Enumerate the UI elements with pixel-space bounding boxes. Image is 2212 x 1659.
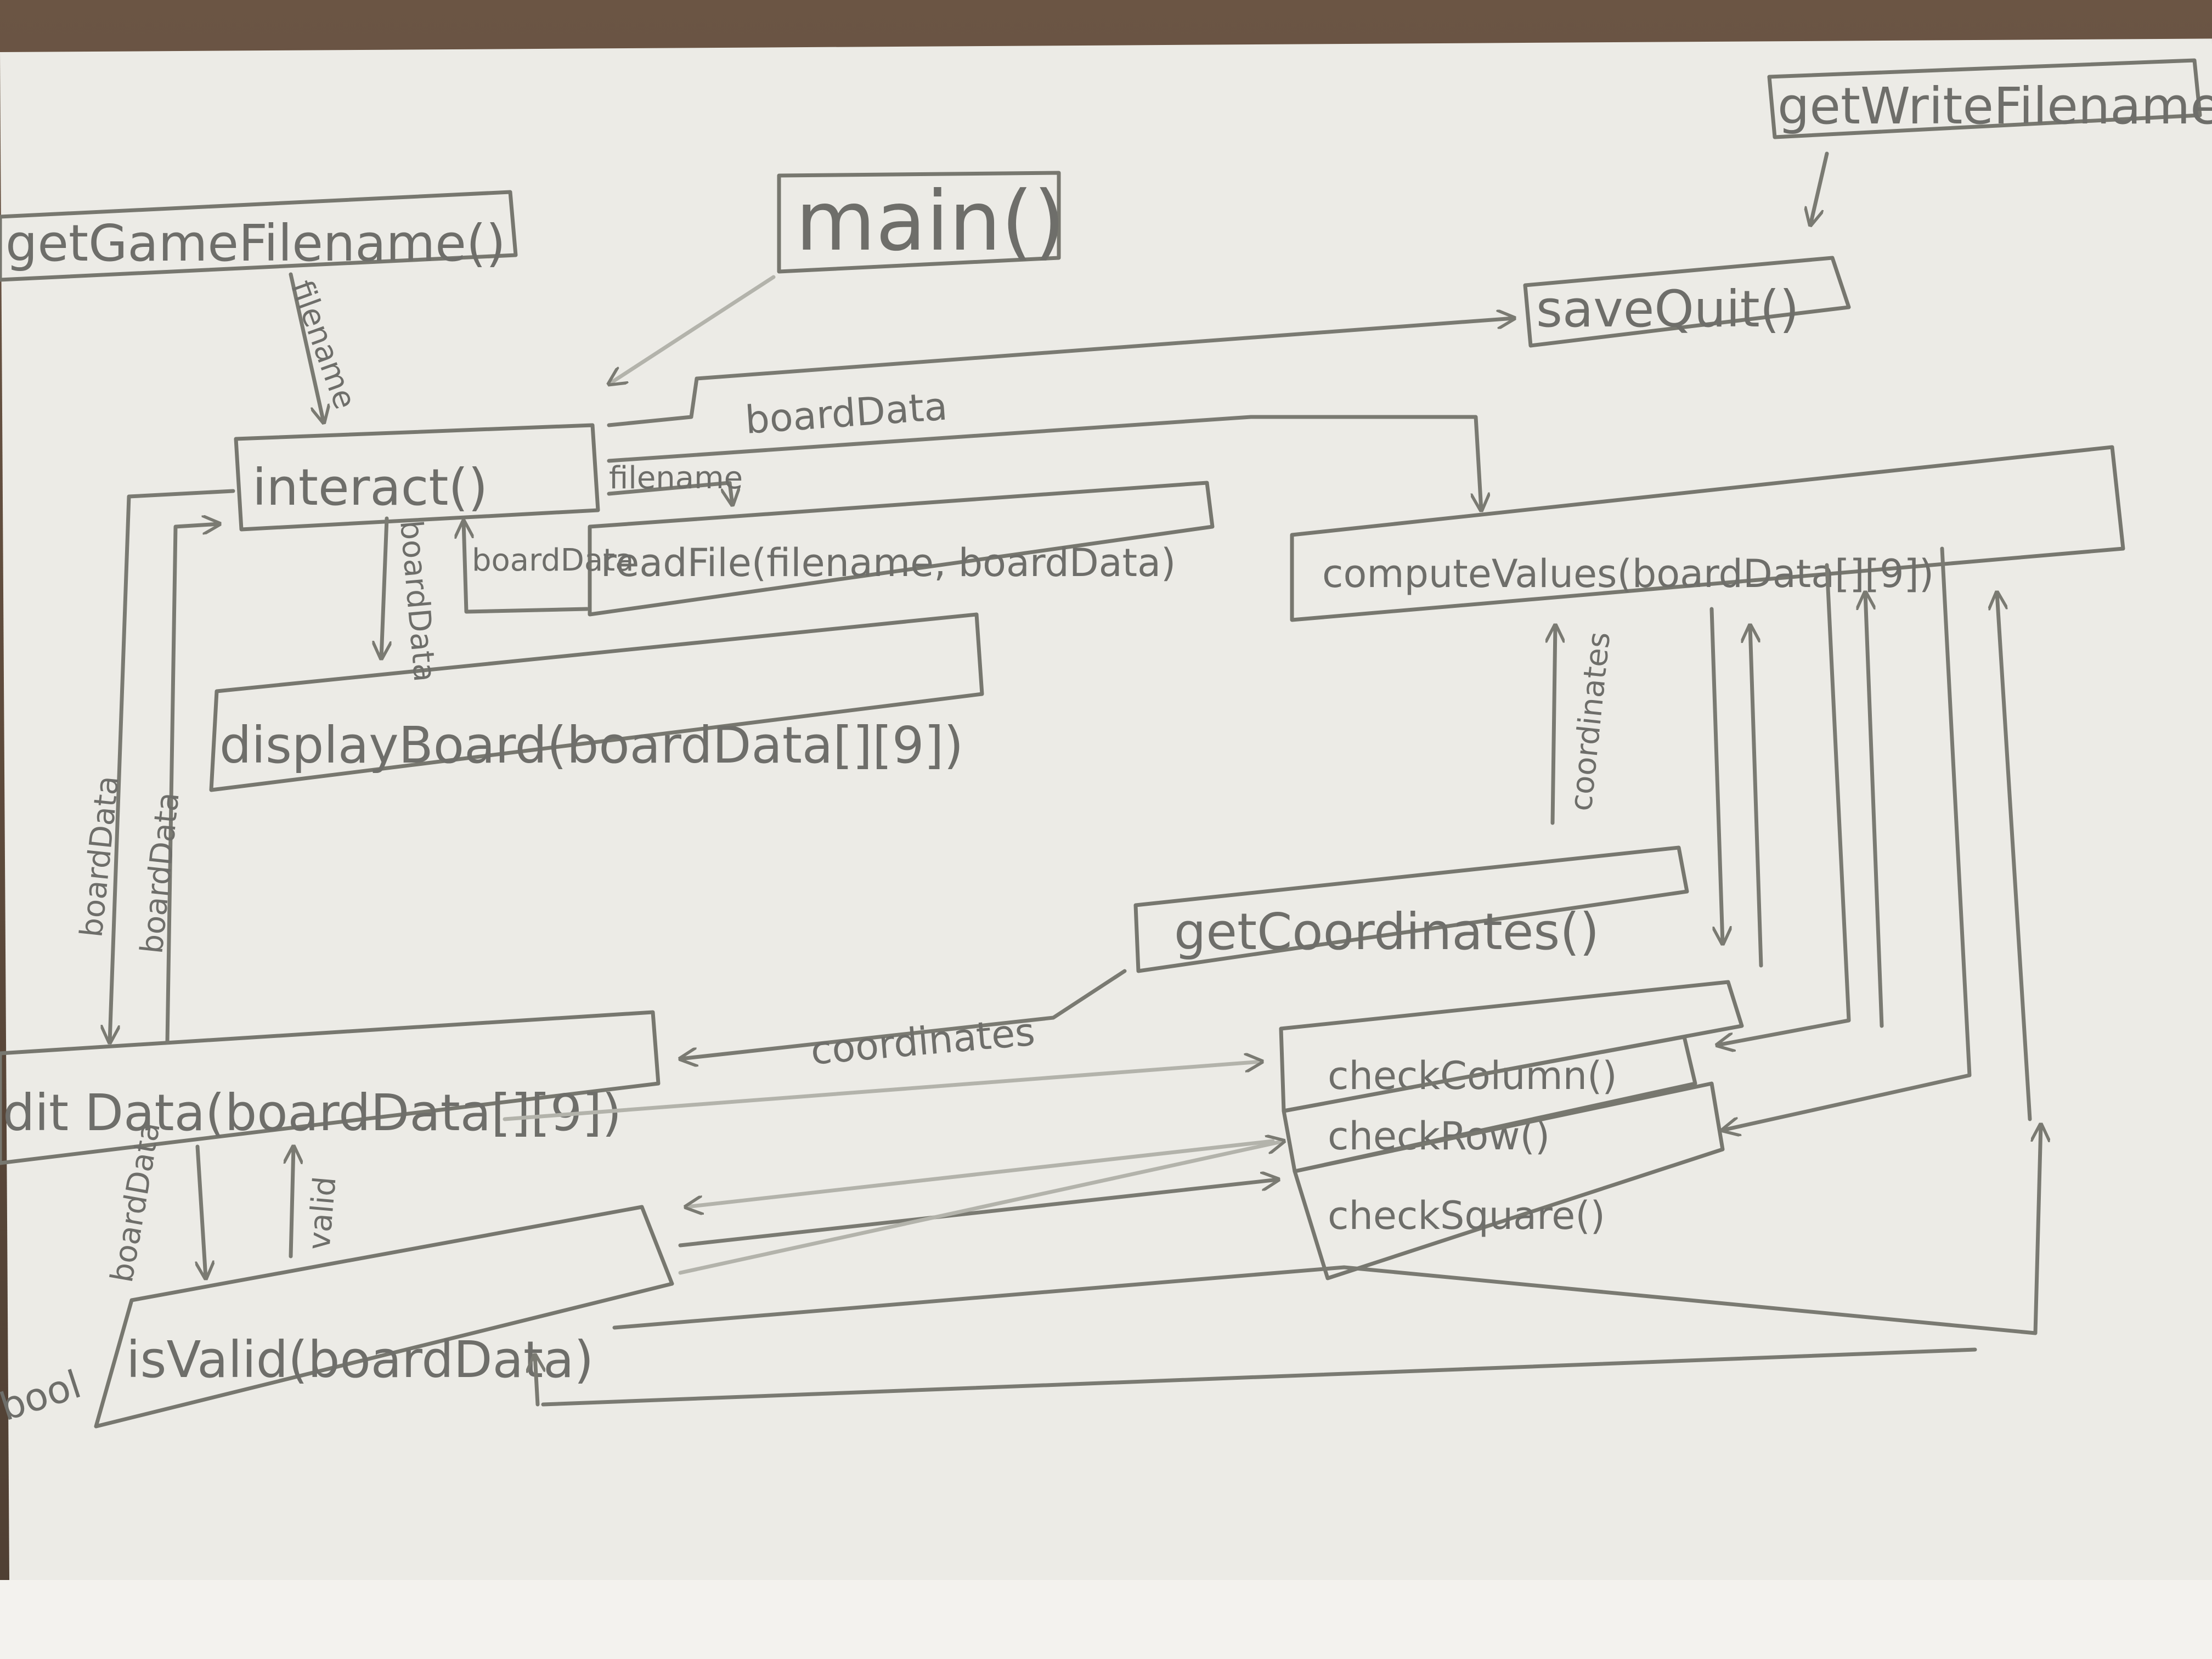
node-check-square: checkSquare() — [1293, 1081, 1725, 1280]
edges-computevalues-checks — [1709, 546, 2032, 1130]
edge-interact-to-editdata: boardData — [74, 489, 235, 1042]
board-data-valid-label: boardData — [104, 1119, 167, 1285]
node-main: main() — [777, 171, 1065, 274]
filename-down-label: filename — [284, 276, 363, 414]
edge-main-to-interact — [609, 275, 776, 384]
edge-interact-to-computevalues — [607, 415, 1481, 510]
edge-interact-to-savequit: boardData — [607, 318, 1514, 443]
interact-label: interact() — [252, 458, 488, 517]
edge-editdata-to-interact: boardData — [134, 524, 219, 1045]
save-quit-label: saveQuit() — [1536, 280, 1799, 338]
is-valid-label: isValid(boardData) — [126, 1330, 594, 1389]
get-write-filename-label: getWriteFilename() — [1778, 77, 2212, 136]
edge-getwritefilename-to-savequit — [1810, 151, 1829, 225]
read-file-label: readFile(filename, boardData) — [601, 540, 1176, 585]
edge-getcoordinates-to-editdata: coordinates — [680, 969, 1127, 1074]
edge-interact-to-readfile: filename — [607, 460, 743, 505]
edge-isvalid-to-editdata: valid — [291, 1147, 343, 1259]
node-check-row: checkRow() — [1282, 1035, 1697, 1173]
node-get-coordinates: getCoordinates() — [1133, 845, 1689, 973]
board-data-left-a-label: boardData — [74, 774, 126, 939]
get-game-filename-label: getGameFilename() — [5, 214, 506, 273]
coordinates-mid-label: coordinates — [809, 1009, 1036, 1074]
node-compute-values: computeValues(boardData[][9]) — [1290, 445, 2125, 622]
filename-read-label: filename — [609, 460, 743, 496]
paper-bottom-sheet — [0, 1580, 2212, 1659]
edge-interact-to-displayboard: boardData — [381, 516, 443, 684]
node-get-game-filename: getGameFilename() — [0, 190, 518, 282]
edge-editdata-to-isvalid: boardData — [104, 1119, 206, 1285]
display-board-label: displayBoard(boardData[][9]) — [219, 716, 963, 775]
bool-label: bool — [0, 1362, 86, 1430]
node-save-quit: saveQuit() — [1523, 256, 1851, 348]
node-get-write-filename: getWriteFilename() — [1767, 58, 2212, 139]
edge-editdata-to-checkcolumn — [503, 1062, 1262, 1121]
edit-data-label: dit Data(boardData[][9]) — [3, 1084, 622, 1142]
coordinates-up-label: coordinates — [1563, 630, 1617, 813]
compute-values-label: computeValues(boardData[][9]) — [1322, 551, 1934, 596]
valid-up-label: valid — [301, 1175, 343, 1251]
edge-getcoordinates-to-computevalues: coordinates — [1553, 625, 1617, 825]
edges-isvalid-checks — [535, 1125, 2041, 1407]
node-display-board: displayBoard(boardData[][9]) — [209, 612, 984, 792]
node-is-valid: isValid(boardData) — [94, 1205, 674, 1429]
node-interact: interact() — [234, 423, 600, 532]
node-read-file: readFile(filename, boardData) — [588, 481, 1215, 617]
check-square-label: checkSquare() — [1328, 1193, 1605, 1238]
board-data-top-label: boardData — [743, 383, 949, 443]
board-data-return-label: boardData — [472, 543, 634, 578]
board-data-display-label: boardData — [393, 519, 443, 684]
check-row-label: checkRow() — [1328, 1114, 1550, 1159]
edge-getgamefilename-to-interact: filename — [284, 272, 363, 422]
main-label: main() — [795, 174, 1065, 269]
edge-readfile-to-interact: boardData — [464, 521, 634, 614]
get-coordinates-label: getCoordinates() — [1174, 902, 1599, 961]
board-data-left-b-label: boardData — [134, 791, 187, 956]
node-edit-data: dit Data(boardData[][9]) — [0, 1010, 661, 1165]
